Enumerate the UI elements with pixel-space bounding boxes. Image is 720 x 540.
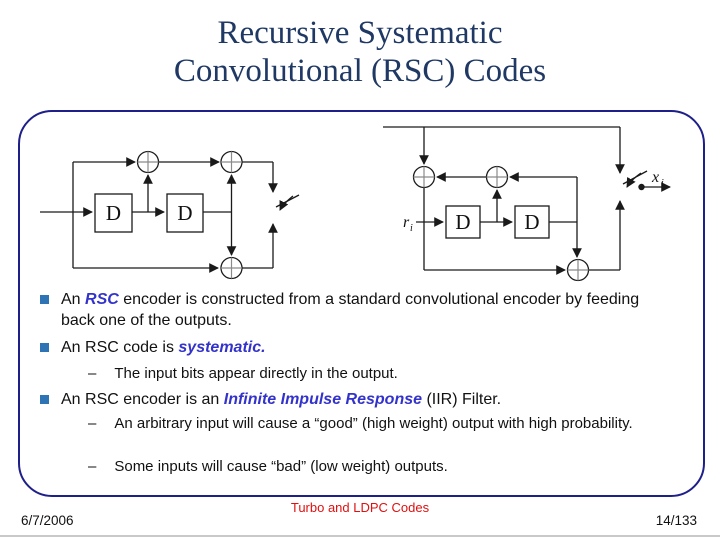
footer-page-number: 14/133 — [655, 513, 697, 528]
bullet-item-3: An RSC encoder is an Infinite Impulse Re… — [40, 390, 501, 411]
footer-course-title: Turbo and LDPC Codes — [290, 500, 430, 515]
dash-bullet-icon: – — [88, 458, 97, 475]
bullet-text-emphasis: systematic. — [178, 339, 266, 356]
slide-title-line1: Recursive Systematic — [217, 15, 503, 51]
bullet-text-post: (IIR) Filter. — [422, 391, 502, 408]
sub-bullet-text: An arbitrary input will cause a “good” (… — [114, 415, 633, 432]
bullet-text-post: encoder is constructed from a standard c… — [61, 291, 640, 329]
bullet-text: An RSC code is systematic. — [61, 338, 266, 359]
bullet-text: An RSC encoder is an Infinite Impulse Re… — [61, 390, 501, 411]
slide-title: Recursive Systematic Convolutional (RSC)… — [0, 14, 720, 90]
dash-bullet-icon: – — [88, 365, 97, 382]
sub-bullet-text: Some inputs will cause “bad” (low weight… — [114, 458, 448, 475]
bullet-text-emphasis: Infinite Impulse Response — [223, 391, 423, 408]
bullet-item-2: An RSC code is systematic. — [40, 338, 266, 359]
sub-bullet-text: The input bits appear directly in the ou… — [114, 365, 398, 382]
bullet-text-emphasis: RSC — [85, 291, 119, 308]
bullet-text-pre: An — [61, 291, 86, 308]
bottom-divider-line — [0, 535, 720, 537]
sub-bullet-item-2: – An arbitrary input will cause a “good”… — [88, 413, 633, 434]
bullet-text-pre: An RSC code is — [61, 339, 179, 356]
bullet-text-pre: An RSC encoder is an — [61, 391, 224, 408]
bullet-square-icon — [40, 343, 49, 352]
bullet-square-icon — [40, 395, 49, 404]
dash-bullet-icon: – — [88, 415, 97, 432]
bullet-item-1: An RSC encoder is constructed from a sta… — [40, 290, 641, 331]
slide-title-line2: Convolutional (RSC) Codes — [173, 53, 547, 89]
sub-bullet-item-3: – Some inputs will cause “bad” (low weig… — [88, 456, 448, 477]
bullet-text: An RSC encoder is constructed from a sta… — [61, 290, 641, 331]
bullet-square-icon — [40, 295, 49, 304]
footer-date: 6/7/2006 — [21, 513, 74, 528]
content-border-box — [18, 110, 705, 497]
sub-bullet-item-1: – The input bits appear directly in the … — [88, 363, 398, 384]
